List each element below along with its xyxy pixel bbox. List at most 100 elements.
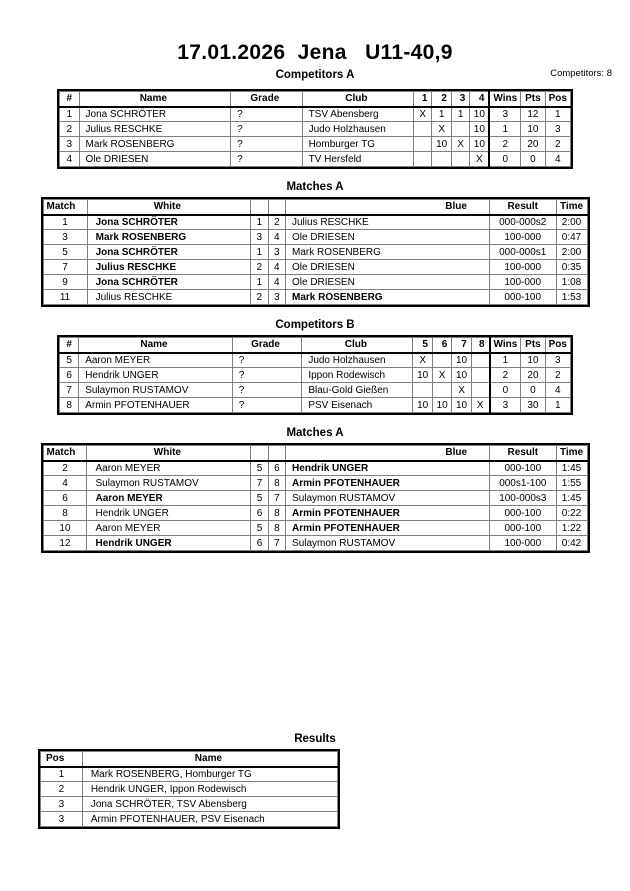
competitors-count: Competitors: 8	[550, 68, 612, 79]
pool-b-cell-matrix-1: X	[431, 367, 453, 383]
pool-b-header-Pos: Pos	[544, 337, 572, 354]
pool-b-cell-matrix-2: X	[451, 382, 472, 398]
pool-a-cell-matrix-0: X	[413, 106, 433, 122]
pool-a-cell-matrix-1	[431, 151, 452, 167]
matches-b-cell-time: 1:55	[555, 475, 588, 491]
matches-b-cell-blue-seed: 8	[267, 520, 287, 536]
matches-a-cell-match: 5	[42, 244, 88, 260]
matches-b-cell-blue-seed: 8	[267, 505, 287, 521]
matches-b-cell-white: Hendrik UNGER	[86, 505, 252, 521]
pool-a-cell-num: 1	[59, 106, 80, 122]
matches-b-cell-white: Aaron MEYER	[86, 490, 252, 506]
pool-b-cell-name: Hendrik UNGER	[78, 367, 233, 383]
matches-a-cell-white: Julius RESCHKE	[86, 259, 252, 275]
pool-b-cell-pos: 1	[544, 397, 572, 413]
matches-b-cell-match: 6	[42, 490, 88, 506]
matches-b-cell-white-seed: 5	[250, 490, 269, 506]
pool-a-cell-matrix-3: X	[469, 151, 490, 167]
matches-b-cell-blue-seed: 6	[267, 460, 287, 476]
matches-b-cell-result: 100-000	[489, 535, 557, 551]
pool-a-cell-matrix-1: 10	[431, 136, 452, 152]
pool-a-cell-wins: 1	[488, 121, 522, 137]
pool-a-cell-name: Jona SCHRÖTER	[78, 106, 232, 122]
matches-a-cell-match: 3	[42, 229, 88, 245]
matches-b-cell-blue: Armin PFOTENHAUER	[285, 520, 491, 536]
pool-b-cell-matrix-2: 10	[451, 367, 472, 383]
matches-b-cell-time: 1:45	[555, 460, 588, 476]
pool-a-header-Wins: Wins	[488, 91, 522, 108]
matches-a-cell-match: 7	[42, 259, 88, 275]
results-title: Results	[294, 733, 336, 745]
matches-b-cell-white-seed: 5	[250, 520, 269, 536]
matches-a-cell-blue: Ole DRIESEN	[285, 259, 490, 275]
pool-a-header-Club: Club	[301, 91, 415, 108]
matches-a-cell-result: 100-000	[488, 274, 557, 290]
pool-a-cell-grade: ?	[230, 106, 303, 122]
pool-a-cell-name: Julius RESCHKE	[78, 121, 232, 137]
pool-a-cell-matrix-2	[450, 151, 471, 167]
pool-a-cell-pts: 10	[520, 121, 546, 137]
pool-a-cell-matrix-0	[413, 136, 433, 152]
pool-b-cell-wins: 1	[488, 352, 522, 368]
matches-b-cell-blue-seed: 7	[267, 535, 287, 551]
pool-b-cell-pts: 30	[520, 397, 546, 413]
matches-a-cell-blue: Ole DRIESEN	[285, 229, 490, 245]
matches-a-cell-result: 000-100	[488, 289, 557, 305]
pool-a-cell-club: TSV Abensberg	[301, 106, 415, 122]
matches-b-cell-white: Hendrik UNGER	[86, 535, 252, 551]
matches-a-cell-white: Jona SCHRÖTER	[86, 244, 252, 260]
matches-b-cell-white-seed: 7	[250, 475, 269, 491]
matches-b-cell-blue: Hendrik UNGER	[285, 460, 491, 476]
pool-a-cell-num: 3	[59, 136, 80, 152]
matches-a-cell-time: 2:00	[555, 244, 588, 260]
final-bracket: SCHRÖTERA1UNGERB2PFOTENHAUERB1ROSENBERGA…	[0, 553, 630, 731]
matches-b-cell-blue: Sulaymon RUSTAMOV	[285, 490, 491, 506]
pool-a-cell-club: TV Hersfeld	[301, 151, 415, 167]
pool-a-cell-matrix-3: 10	[469, 136, 490, 152]
matches-b-cell-blue: Sulaymon RUSTAMOV	[285, 535, 491, 551]
matches-b-cell-blue: Armin PFOTENHAUER	[285, 475, 491, 491]
matches-a-cell-blue-seed: 2	[267, 214, 287, 230]
pool-a-cell-pts: 12	[520, 106, 546, 122]
matches-a-cell-white: Julius RESCHKE	[86, 289, 252, 305]
matches-a-cell-match: 9	[42, 274, 88, 290]
matches-b-cell-blue-seed: 7	[267, 490, 287, 506]
pool-a-cell-pos: 4	[544, 151, 572, 167]
pool-b-header-Pts: Pts	[520, 337, 546, 354]
pool-b-header-Wins: Wins	[488, 337, 522, 354]
pool-a-cell-pos: 3	[544, 121, 572, 137]
matches-a-title: Matches A	[286, 181, 344, 193]
pool-b-cell-pos: 4	[544, 382, 572, 398]
pool-b-cell-wins: 3	[488, 397, 522, 413]
matches-b-cell-match: 2	[42, 460, 88, 476]
matches-b-header-col2	[250, 445, 269, 462]
pool-b-cell-pts: 0	[520, 382, 546, 398]
pool-b-header-6: 6	[431, 337, 453, 354]
matches-a-cell-result: 100-000	[488, 229, 557, 245]
matches-a-cell-blue: Mark ROSENBERG	[285, 244, 490, 260]
results-cell-name: Mark ROSENBERG, Homburger TG	[81, 766, 339, 782]
pool-a-cell-matrix-2	[450, 121, 471, 137]
matches-a-header-Result: Result	[488, 199, 557, 216]
pool-a-cell-matrix-1: 1	[431, 106, 452, 122]
matches-a-cell-white-seed: 1	[250, 274, 269, 290]
matches-b-cell-result: 000-100	[489, 505, 557, 521]
pool-a-cell-pos: 1	[544, 106, 572, 122]
